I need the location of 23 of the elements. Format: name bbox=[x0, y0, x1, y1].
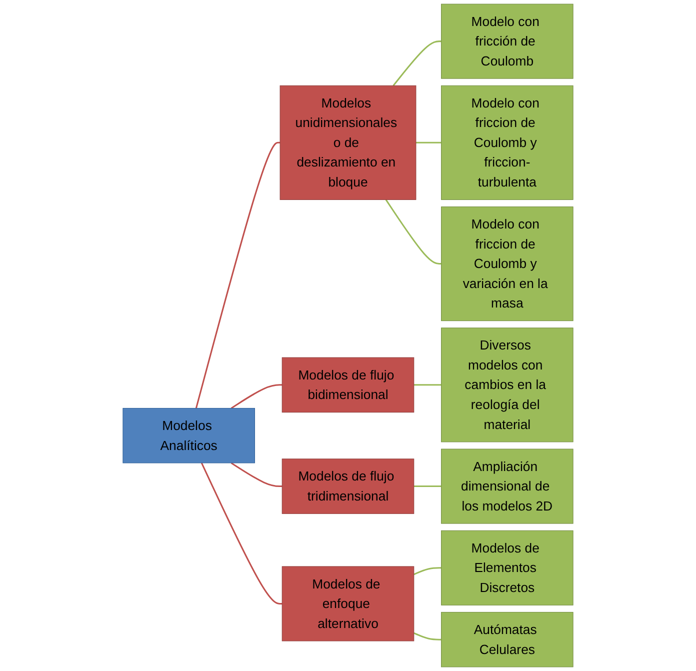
connector bbox=[414, 632, 442, 640]
node-box: Modelos unidimensionales o de deslizamiento en bloque bbox=[280, 85, 416, 200]
node-box: Ampliación dimensional de los modelos 2D bbox=[441, 448, 574, 524]
connector bbox=[385, 199, 442, 265]
node-box: Modelos de Elementos Discretos bbox=[441, 530, 574, 606]
node-box: Autómatas Celulares bbox=[441, 612, 574, 668]
connector bbox=[414, 486, 442, 488]
connector bbox=[230, 462, 282, 488]
connector bbox=[200, 462, 282, 604]
node-box: Modelos Analíticos bbox=[122, 408, 255, 464]
node-box: Modelo con fricción de Coulomb bbox=[441, 4, 574, 79]
node-box: Modelos de enfoque alternativo bbox=[282, 566, 414, 642]
connector bbox=[414, 384, 442, 386]
node-box: Modelo con friccion de Coulomb y friccion-turbulenta bbox=[441, 85, 574, 200]
connector bbox=[230, 384, 282, 409]
node-box: Modelo con friccion de Coulomb y variación en la masa bbox=[441, 206, 574, 322]
node-box: Modelos de flujo bidimensional bbox=[282, 357, 414, 413]
node-box: Diversos modelos con cambios en la reología del material bbox=[441, 328, 574, 442]
connector bbox=[392, 40, 442, 86]
node-box: Modelos de flujo tridimensional bbox=[282, 458, 414, 514]
connector bbox=[195, 142, 280, 408]
connector bbox=[414, 567, 442, 576]
connector bbox=[416, 142, 442, 144]
